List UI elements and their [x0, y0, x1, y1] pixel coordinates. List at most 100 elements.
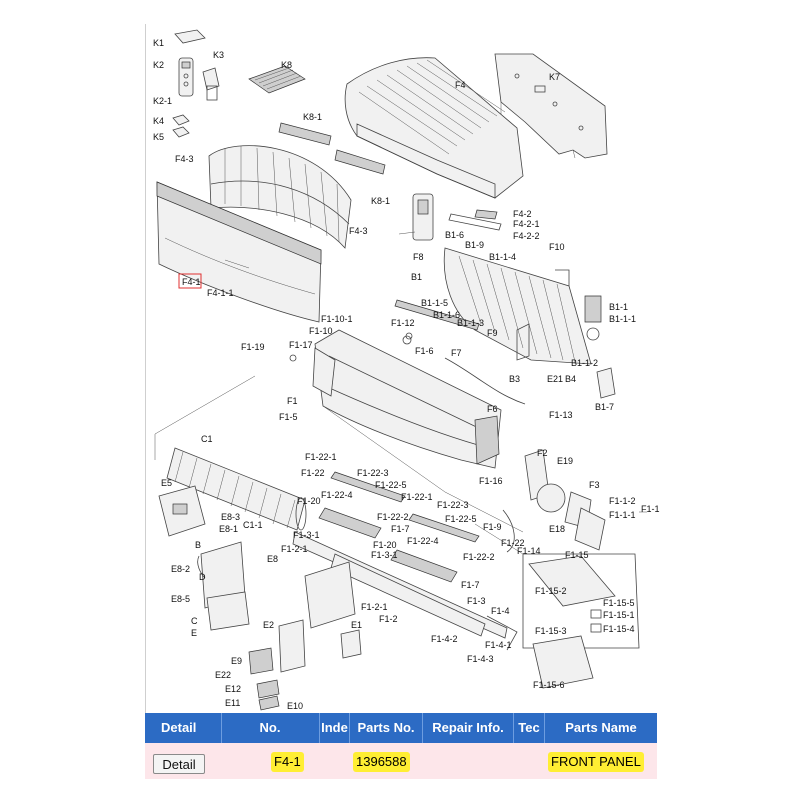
f4-2-display: [448, 209, 502, 231]
k8-1-strips: [278, 122, 386, 175]
header-repair-info: Repair Info.: [423, 713, 514, 743]
f1-15-assembly: [486, 553, 640, 689]
part-label: F1-17: [289, 340, 313, 350]
part-label: F10: [549, 242, 565, 252]
f1-22-louvers: [318, 471, 480, 583]
assembly-lines: [154, 375, 647, 555]
part-label: B1-1-2: [571, 358, 598, 368]
part-label: F7: [451, 348, 462, 358]
part-label: B3: [509, 374, 520, 384]
part-label: F1-22-3: [357, 468, 389, 478]
part-label: C1: [201, 434, 213, 444]
part-label: B1-1-3: [457, 318, 484, 328]
part-label: E8-5: [171, 594, 190, 604]
part-label: F1-1-1: [609, 510, 636, 520]
part-label: F3: [589, 480, 600, 490]
part-label: F1-15-6: [533, 680, 565, 690]
part-label: K7: [549, 72, 560, 82]
part-label: F4-1: [182, 277, 201, 287]
part-label: E5: [161, 478, 172, 488]
part-label: F1-22-4: [321, 490, 353, 500]
part-label: F6: [487, 404, 498, 414]
part-label: F1-22-3: [437, 500, 469, 510]
part-label: F8: [413, 252, 424, 262]
part-label: B1-1-1: [609, 314, 636, 324]
part-label: F1-3-1: [371, 550, 398, 560]
part-label: E8-1: [219, 524, 238, 534]
part-label: K4: [153, 116, 164, 126]
part-label: F4: [455, 80, 466, 90]
part-label: F4-2: [513, 209, 532, 219]
detail-button[interactable]: Detail: [153, 754, 205, 774]
part-label: F1-4-1: [485, 640, 512, 650]
part-label: F1-2: [379, 614, 398, 624]
exploded-parts-diagram: K1 K2 K3 K2-1 K4 K5 K8 K8-1 K8-1 F4 K7 F…: [145, 24, 660, 714]
part-label: F1-13: [549, 410, 573, 420]
part-label: F1-1-2: [609, 496, 636, 506]
part-label: D: [199, 572, 206, 582]
part-label: F1-12: [391, 318, 415, 328]
b1-heat-exchanger: [443, 247, 616, 399]
part-label: F1-15-3: [535, 626, 567, 636]
part-label: F1-22-2: [377, 512, 409, 522]
diagram-labels: K1 K2 K3 K2-1 K4 K5 K8 K8-1 K8-1 F4 K7 F…: [153, 38, 660, 711]
header-no: No.: [221, 713, 320, 743]
part-label: E8-3: [221, 512, 240, 522]
part-label: F4-1-1: [207, 288, 234, 298]
part-label: F1-22: [301, 468, 325, 478]
parts-table-header: Detail No. Inde Parts No. Repair Info. T…: [145, 713, 657, 745]
part-label: F2: [537, 448, 548, 458]
f7-f9-rods: [394, 299, 526, 405]
f1-2-bottom-flap: [292, 531, 508, 639]
table-row[interactable]: Detail F4-1 1396588 FRONT PANEL: [145, 743, 657, 779]
part-label: K8-1: [371, 196, 390, 206]
part-label: C1-1: [243, 520, 263, 530]
part-label: F1-15-1: [603, 610, 635, 620]
part-label: E11: [225, 698, 240, 708]
part-label: F1-2-1: [361, 602, 388, 612]
part-label: B1-1-6: [433, 310, 460, 320]
part-label: K8-1: [303, 112, 322, 122]
part-label: F1-10-1: [321, 314, 353, 324]
part-label: B1-9: [465, 240, 484, 250]
part-label: F4-2-2: [513, 231, 540, 241]
part-label: F1-22: [501, 538, 525, 548]
part-label: E18: [549, 524, 565, 534]
part-label: C: [191, 616, 198, 626]
part-label: F1-22-1: [401, 492, 433, 502]
part-label: B1-6: [445, 230, 464, 240]
part-label: K1: [153, 38, 164, 48]
electrical-box: [158, 485, 362, 711]
f8-sensor: [398, 193, 434, 241]
part-label: F1-4: [491, 606, 510, 616]
part-label: F1-9: [483, 522, 502, 532]
part-label: F1-10: [309, 326, 333, 336]
part-label: B1-1-5: [421, 298, 448, 308]
part-label: B1: [411, 272, 422, 282]
cell-no: F4-1: [271, 752, 304, 772]
part-label: E22: [215, 670, 231, 680]
part-label: F4-2-1: [513, 219, 540, 229]
part-label: F1-22-4: [407, 536, 439, 546]
part-label: K2-1: [153, 96, 172, 106]
part-label: E8-2: [171, 564, 190, 574]
part-label: E10: [287, 701, 303, 711]
part-label: E: [191, 628, 197, 638]
part-label: F1-22-5: [375, 480, 407, 490]
part-label: F4-3: [175, 154, 194, 164]
part-label: F1-4-3: [467, 654, 494, 664]
part-label: F1-15-5: [603, 598, 635, 608]
part-label: F1-3-1: [293, 530, 320, 540]
part-label: E21: [547, 374, 563, 384]
part-label: E8: [267, 554, 278, 564]
part-label: K5: [153, 132, 164, 142]
part-label: F1-15: [565, 550, 589, 560]
part-label: E12: [225, 684, 241, 694]
part-label: F1-6: [415, 346, 434, 356]
part-label: B4: [565, 374, 576, 384]
part-label: E2: [263, 620, 274, 630]
f4-1-front-panel: [156, 181, 322, 323]
part-label: F1-15-4: [603, 624, 635, 634]
part-label: B1-1: [609, 302, 628, 312]
part-label: K8: [281, 60, 292, 70]
